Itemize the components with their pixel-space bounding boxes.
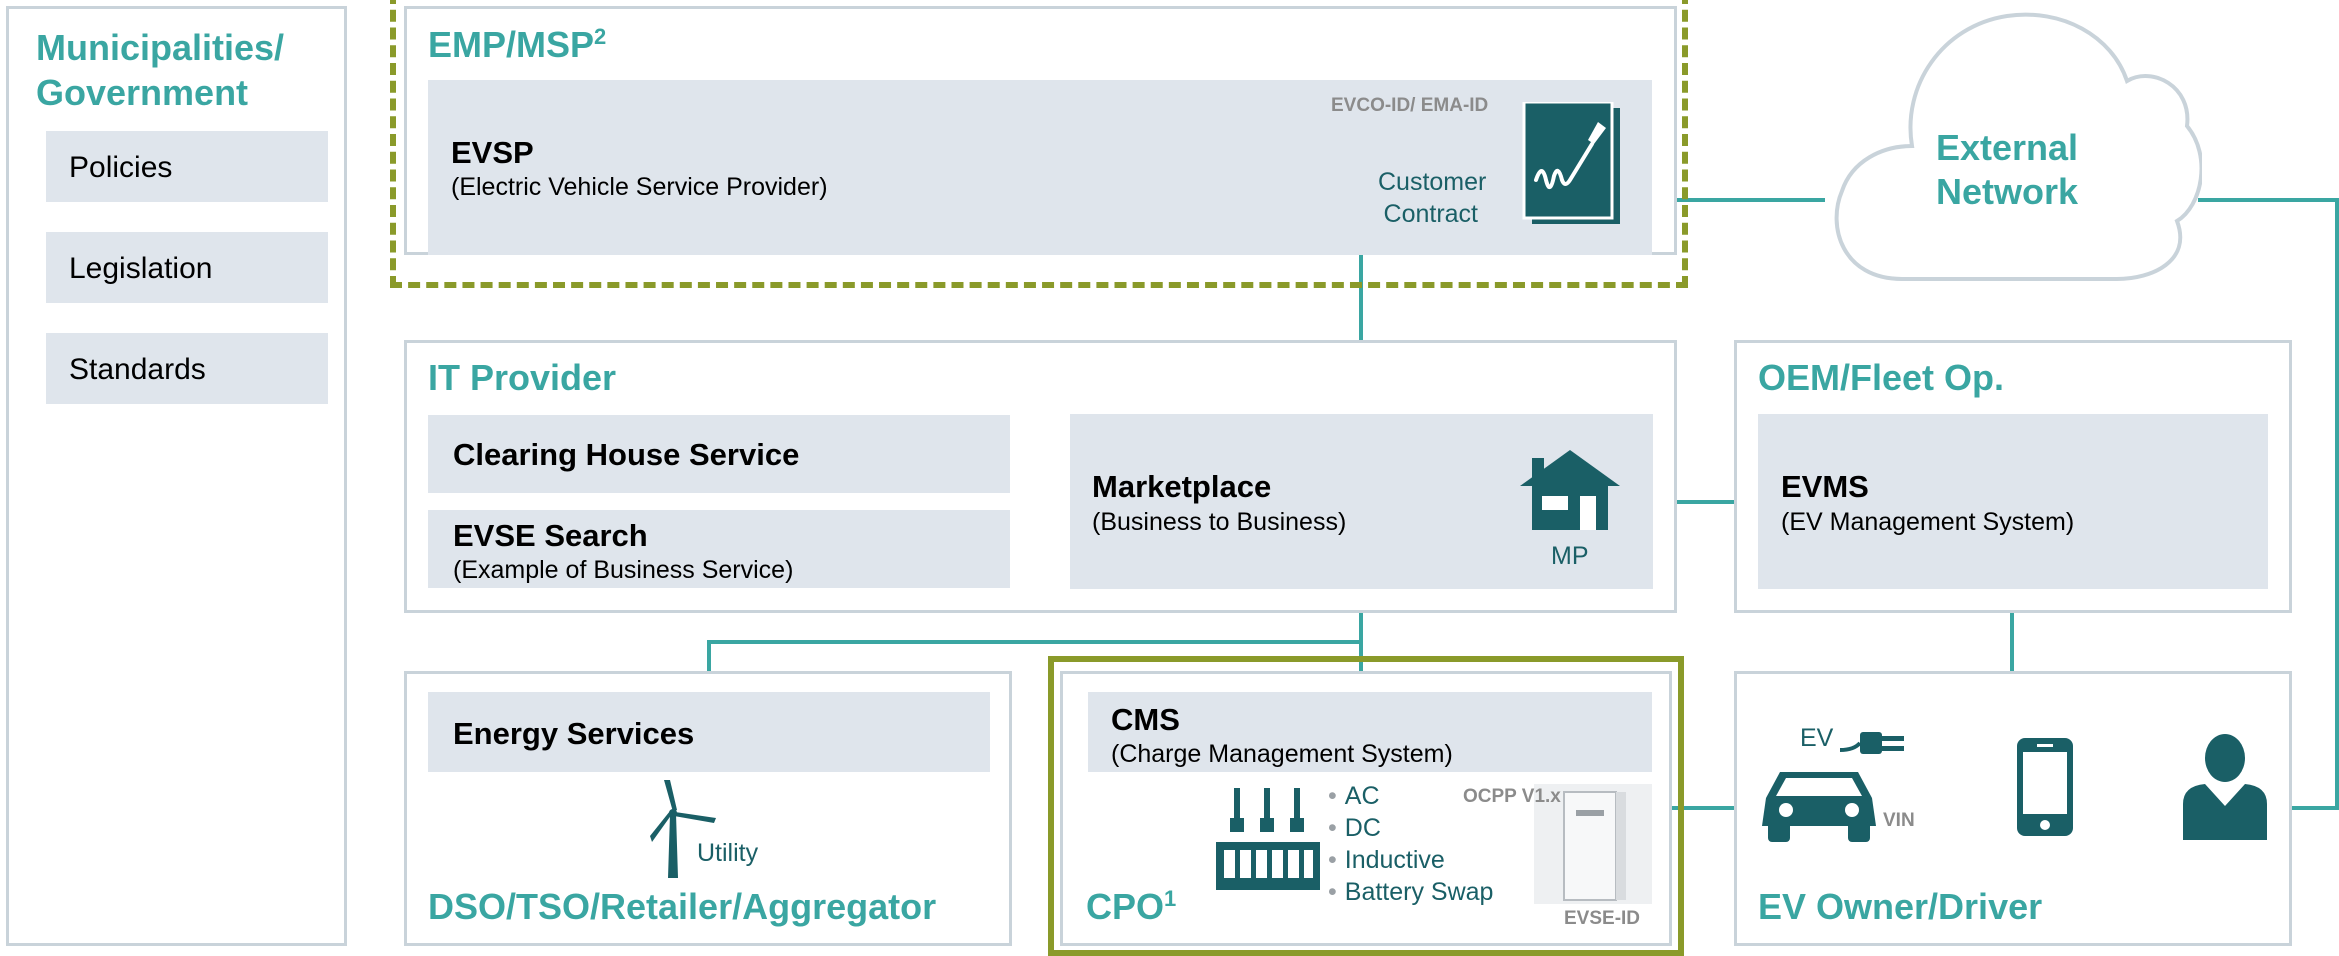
evse-search-box: EVSE Search (Example of Business Service… [428,510,1010,588]
evse-id-label: EVSE-ID [1564,908,1641,929]
marketplace-box: Marketplace (Business to Business) MP [1070,414,1653,589]
ev-owner-title: EV Owner/Driver [1758,886,2043,927]
cms-title: CMS [1111,702,1180,737]
bullet-battery-swap-text: Battery Swap [1344,878,1494,906]
external-network-cloud: External Network [1822,6,2204,281]
municipalities-frame: Municipalities/ Government Policies Legi… [6,6,347,946]
evco-id-label: EVCO-ID/ EMA-ID [1331,95,1489,116]
municipalities-title-line2: Government [36,72,249,113]
line-energy-vertical [707,640,711,692]
legislation-label: Legislation [69,252,213,285]
plug-icon [1839,728,1906,758]
ev-label: EV [1800,724,1834,752]
emp-title-text: EMP/MSP [428,24,595,65]
line-emp-to-marketplace [1359,254,1363,414]
contract-document-icon [1522,100,1622,226]
evms-title: EVMS [1781,469,1869,504]
standards-item: Standards [46,333,328,404]
line-emp-to-cloud [1673,198,1825,202]
cpo-title-sup: 1 [1164,886,1177,911]
line-cpo-to-ev-owner [1670,806,1740,810]
bullet-inductive-text: Inductive [1344,846,1445,874]
marketplace-subtitle: (Business to Business) [1092,508,1347,536]
bullet-dc: •DC [1328,814,1381,842]
municipalities-title-line1: Municipalities/ [36,27,285,68]
line-energy-horizontal [707,640,1363,644]
dso-title: DSO/TSO/Retailer/Aggregator [428,886,937,927]
emp-title: EMP/MSP2 [428,24,606,66]
bullet-inductive: •Inductive [1328,846,1445,874]
evms-box: EVMS (EV Management System) [1758,414,2268,589]
cloud-line2: Network [1935,171,2079,212]
evsp-box: EVSP (Electric Vehicle Service Provider)… [428,80,1652,255]
evse-charger-image [1534,784,1652,904]
it-provider-title: IT Provider [428,357,617,398]
emp-dashed-border [390,0,1688,288]
legislation-item: Legislation [46,232,328,303]
mp-label: MP [1551,542,1589,570]
vin-label: VIN [1883,810,1915,831]
external-network-label: External Network [1822,126,2192,214]
clearing-house-box: Clearing House Service [428,415,1010,493]
contract-line1: Customer [1378,168,1487,196]
bullet-battery-swap: •Battery Swap [1328,878,1494,906]
line-evms-to-ev-owner [2010,588,2014,672]
energy-services-title: Energy Services [453,716,695,751]
customer-contract-label: Customer Contract [1378,166,1487,230]
cms-box: CMS (Charge Management System) [1088,692,1652,772]
clearing-house-title: Clearing House Service [453,437,800,472]
bullet-ac-text: AC [1344,782,1380,810]
energy-services-box: Energy Services [428,692,990,772]
ocpp-label: OCPP V1.x [1463,786,1561,807]
wind-turbine-icon [650,778,720,878]
contract-line2: Contract [1383,200,1478,228]
cpo-title-text: CPO [1086,886,1165,927]
charger-bank-icon [1216,788,1320,894]
bullet-dc-text: DC [1344,814,1381,842]
house-icon [1518,446,1622,530]
oem-title: OEM/Fleet Op. [1758,357,2005,398]
person-icon [2183,734,2267,840]
cloud-line1: External [1935,127,2079,168]
evsp-subtitle: (Electric Vehicle Service Provider) [451,173,828,201]
municipalities-title: Municipalities/ Government [36,25,284,115]
line-right-to-driver [2290,806,2339,810]
charging-types-list: •AC •DC •Inductive •Battery Swap [1328,780,1493,908]
line-cloud-right [2198,198,2339,202]
evms-subtitle: (EV Management System) [1781,508,2075,536]
evsp-title: EVSP [451,135,534,170]
marketplace-title: Marketplace [1092,469,1272,504]
ev-car-icon [1758,752,1880,844]
policies-label: Policies [69,151,173,184]
evse-search-title: EVSE Search [453,518,648,553]
standards-label: Standards [69,353,206,386]
line-right-vertical [2335,198,2339,810]
emp-title-sup: 2 [594,24,607,49]
policies-item: Policies [46,131,328,202]
smartphone-icon [2017,738,2073,836]
evse-search-subtitle: (Example of Business Service) [453,556,794,584]
cms-subtitle: (Charge Management System) [1111,740,1453,768]
utility-label: Utility [697,839,759,867]
line-marketplace-to-evms [1650,500,1760,504]
cpo-title: CPO1 [1086,886,1176,928]
bullet-ac: •AC [1328,782,1380,810]
